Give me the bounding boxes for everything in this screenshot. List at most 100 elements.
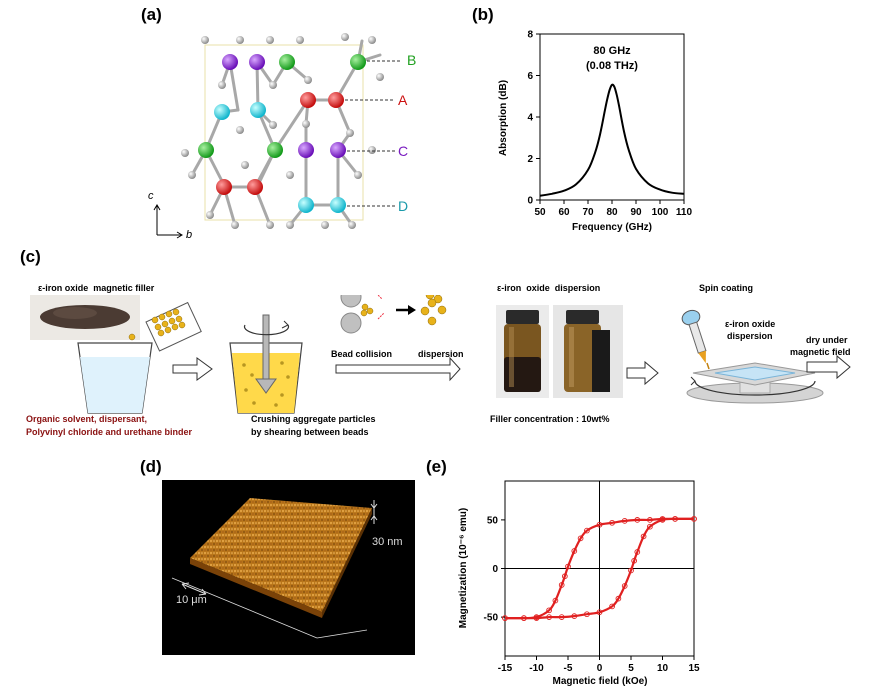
dry-text-line2: magnetic field	[790, 347, 851, 357]
data-point	[558, 614, 565, 620]
process-illustration-left	[30, 295, 461, 414]
data-point	[634, 517, 641, 523]
data-point	[558, 582, 565, 588]
x-tick-label: 5	[628, 663, 634, 674]
absorption-chart: 50 60 70 80 90 100 110 0 2 4 6 8 Frequency (GHz) A…	[498, 30, 693, 234]
panel-c-label: (c)	[20, 247, 41, 266]
solvent-text-line1: Organic solvent, dispersant,	[26, 414, 148, 424]
x-tick-label: -5	[564, 663, 573, 674]
panel-d-label: (d)	[140, 457, 162, 476]
data-point	[659, 517, 666, 523]
data-point	[596, 609, 603, 616]
x-axis-title: Frequency (GHz)	[572, 222, 652, 233]
filler-concentration: Filler concentration : 10wt%	[490, 414, 610, 424]
dispersion-pointer-line1: ε-iron oxide	[725, 319, 776, 329]
x-tick-label: -15	[498, 663, 513, 674]
data-point	[502, 615, 508, 621]
hysteresis-branch	[504, 517, 695, 620]
data-point	[672, 516, 678, 522]
panel-e-label: (e)	[426, 457, 447, 476]
y-tick-label: 0	[527, 196, 533, 207]
dry-text-line1: dry under	[806, 335, 848, 345]
data-point	[533, 615, 540, 621]
panel-b-label: (b)	[472, 5, 494, 24]
data-point	[634, 549, 641, 555]
x-tick-label: -10	[529, 663, 544, 674]
y-tick-label: 4	[527, 113, 533, 124]
y-tick-label: 2	[527, 154, 533, 165]
site-label-b: B	[407, 52, 417, 68]
dispersion-pointer-line2: dispersion	[727, 331, 773, 341]
vial-photos	[496, 305, 623, 398]
magnet	[592, 330, 610, 392]
bead-collision-label: Bead collision	[331, 349, 393, 359]
afm-surface	[190, 498, 372, 612]
spin-coating-illustration	[626, 309, 851, 404]
y-axis-title: Absorption (dB)	[498, 80, 509, 156]
spin-coating-title: Spin coating	[699, 283, 753, 293]
x-tick-label: 50	[534, 207, 546, 218]
data-point	[584, 527, 590, 534]
y-axis-title: Magnetization (10⁻⁶ emu)	[458, 508, 469, 628]
afm-image	[162, 480, 415, 655]
x-tick-label: 80	[606, 207, 618, 218]
plot-frame	[539, 33, 685, 201]
absorption-curve	[539, 83, 685, 197]
data-point	[552, 597, 559, 604]
peak-annotation-line2: (0.08 THz)	[586, 60, 638, 72]
data-point	[584, 611, 590, 618]
data-point	[647, 523, 653, 530]
x-tick-label: 10	[657, 663, 669, 674]
data-point	[596, 521, 603, 528]
data-point	[571, 613, 578, 619]
crushing-text-line2: by shearing between beads	[251, 427, 369, 437]
peak-annotation-line1: 80 GHz	[593, 45, 631, 57]
data-point	[609, 603, 615, 610]
x-tick-label: 100	[652, 207, 669, 218]
x-tick-label: 0	[597, 663, 603, 674]
data-point	[577, 535, 584, 542]
data-point	[546, 614, 552, 620]
data-point	[640, 533, 647, 540]
y-tick-label: 8	[527, 30, 533, 41]
data-point	[609, 519, 615, 526]
x-tick-label: 70	[582, 207, 594, 218]
data-point	[647, 517, 653, 523]
filler-title: ε-iron oxide magnetic filler	[38, 283, 155, 293]
x-tick-label: 110	[676, 207, 693, 218]
data-point	[546, 607, 552, 614]
lateral-scale: 10 μm	[176, 594, 207, 606]
data-point	[615, 595, 622, 602]
data-point	[691, 516, 697, 522]
data-point	[621, 518, 628, 524]
site-label-d: D	[398, 198, 409, 214]
y-tick-label: -50	[484, 613, 499, 624]
dispersion-label: dispersion	[418, 349, 464, 359]
height-scale: 30 nm	[372, 536, 403, 548]
x-axis-title: Magnetic field (kOe)	[552, 676, 647, 687]
data-point	[571, 548, 578, 554]
dispersion-title: ε-iron oxide dispersion	[497, 283, 601, 293]
data-point	[521, 615, 527, 621]
data-point	[565, 563, 571, 570]
panel-a-label: (a)	[141, 5, 162, 24]
y-tick-label: 50	[487, 515, 499, 526]
data-point	[621, 583, 628, 589]
x-tick-label: 15	[688, 663, 700, 674]
hysteresis-branch	[504, 517, 694, 620]
y-tick-label: 6	[527, 71, 533, 82]
data-point	[628, 567, 634, 574]
crystal-structure	[153, 33, 402, 239]
axis-b-label: b	[186, 229, 193, 241]
crushing-text-line1: Crushing aggregate particles	[251, 414, 376, 424]
axis-c-label: c	[148, 190, 154, 202]
data-point	[561, 573, 568, 580]
solvent-text-line2: Polyvinyl chloride and urethane binder	[26, 427, 193, 437]
y-tick-label: 0	[492, 564, 498, 575]
x-tick-label: 60	[558, 207, 570, 218]
site-label-c: C	[398, 143, 409, 159]
site-label-a: A	[398, 92, 408, 108]
x-tick-label: 90	[630, 207, 642, 218]
data-point	[631, 557, 638, 564]
